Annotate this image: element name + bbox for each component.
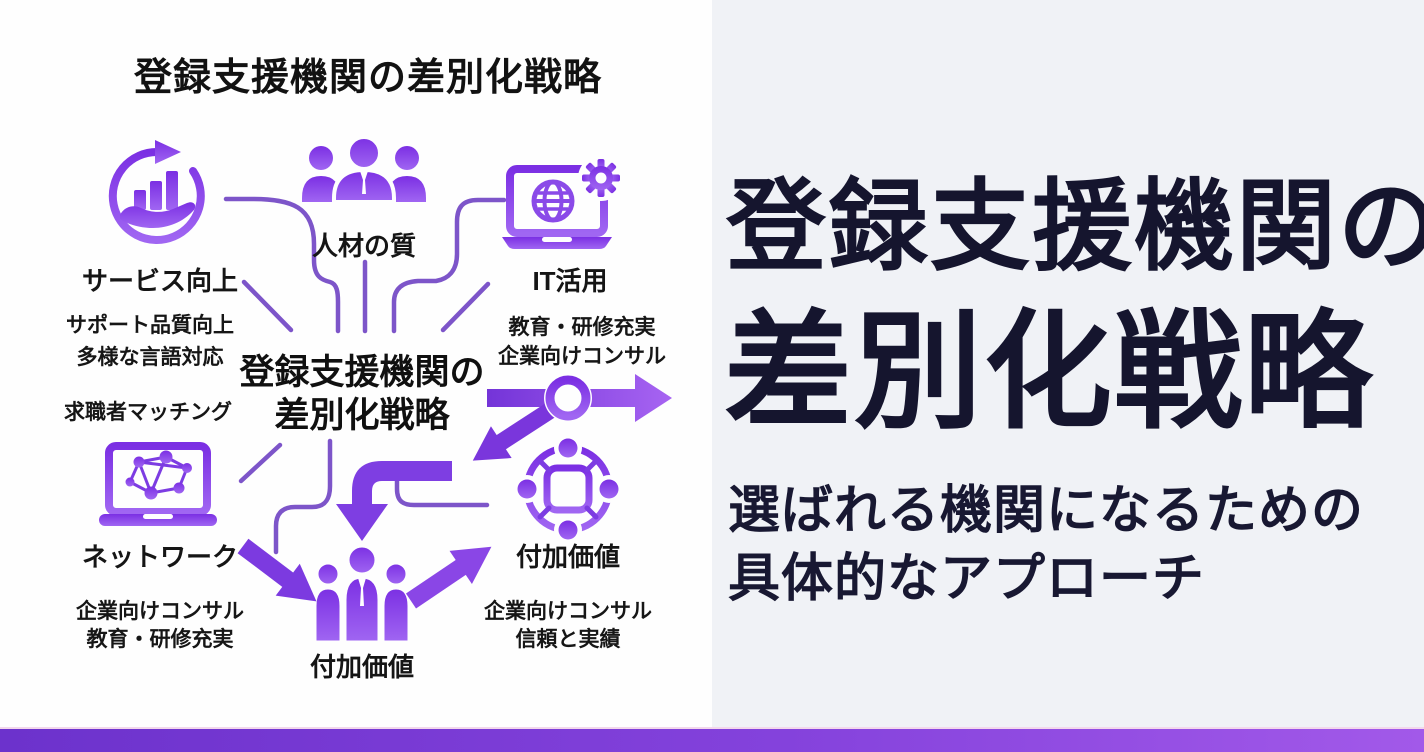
value-center-label: 付加価値	[309, 652, 415, 682]
diagram-title: 登録支援機関の差別化戦略	[133, 57, 603, 99]
main-title-line1: 登録支援機関の	[726, 171, 1424, 283]
network-label: ネットワーク	[81, 542, 239, 572]
downright-arrow	[237, 538, 317, 602]
diagonal-downleft-arrow	[472, 396, 565, 461]
laptop-gear-icon	[502, 155, 624, 249]
service-note-1: サポート品質向上	[66, 314, 234, 337]
ring-right-arrow	[472, 374, 672, 461]
upright-arrow	[405, 546, 492, 609]
it-note-2: 企業向けコンサル	[498, 345, 666, 368]
service-note-2: 多様な言語対応	[76, 346, 224, 369]
network-note-2: 教育・研修充実	[86, 628, 234, 651]
connector-lines	[223, 196, 507, 555]
subtitle-line2: 具体的なアプローチ	[728, 550, 1206, 608]
laptop-network-icon	[99, 442, 217, 526]
center-concept-line1: 登録支援機関の	[239, 353, 485, 392]
growth-cycle-icon	[108, 140, 205, 244]
network-sphere-icon	[513, 434, 623, 544]
value-right-note-2: 信頼と実績	[515, 628, 621, 651]
people-team-icon	[313, 544, 411, 644]
service-note-3: 求職者マッチング	[64, 401, 232, 424]
title-panel: 登録支援機関の 差別化戦略 選ばれる機関になるための 具体的なアプローチ	[712, 0, 1424, 752]
value-right-note-1: 企業向けコンサル	[484, 600, 652, 623]
gear-icon	[582, 159, 620, 197]
diagram-panel: 登録支援機関の差別化戦略 サービス向上 人材の質 IT活用 ネットワーク 付加価…	[64, 57, 672, 682]
people-group-icon	[302, 135, 426, 204]
subtitle-line1: 選ばれる機関になるための	[728, 482, 1365, 540]
globe-icon	[531, 179, 575, 223]
service-label: サービス向上	[81, 266, 239, 296]
network-note-1: 企業向けコンサル	[76, 600, 244, 623]
main-title-line2: 差別化戦略	[724, 301, 1375, 444]
bottom-accent-bar	[0, 727, 1424, 752]
it-note-1: 教育・研修充実	[508, 316, 656, 339]
value-right-label: 付加価値	[515, 542, 621, 572]
talent-label: 人材の質	[311, 231, 417, 261]
elbow-down-arrow	[336, 461, 452, 541]
it-label: IT活用	[532, 266, 608, 296]
flow-arrows	[237, 374, 672, 609]
center-concept-line2: 差別化戦略	[274, 396, 450, 435]
strategy-diagram-graphic	[99, 135, 672, 644]
